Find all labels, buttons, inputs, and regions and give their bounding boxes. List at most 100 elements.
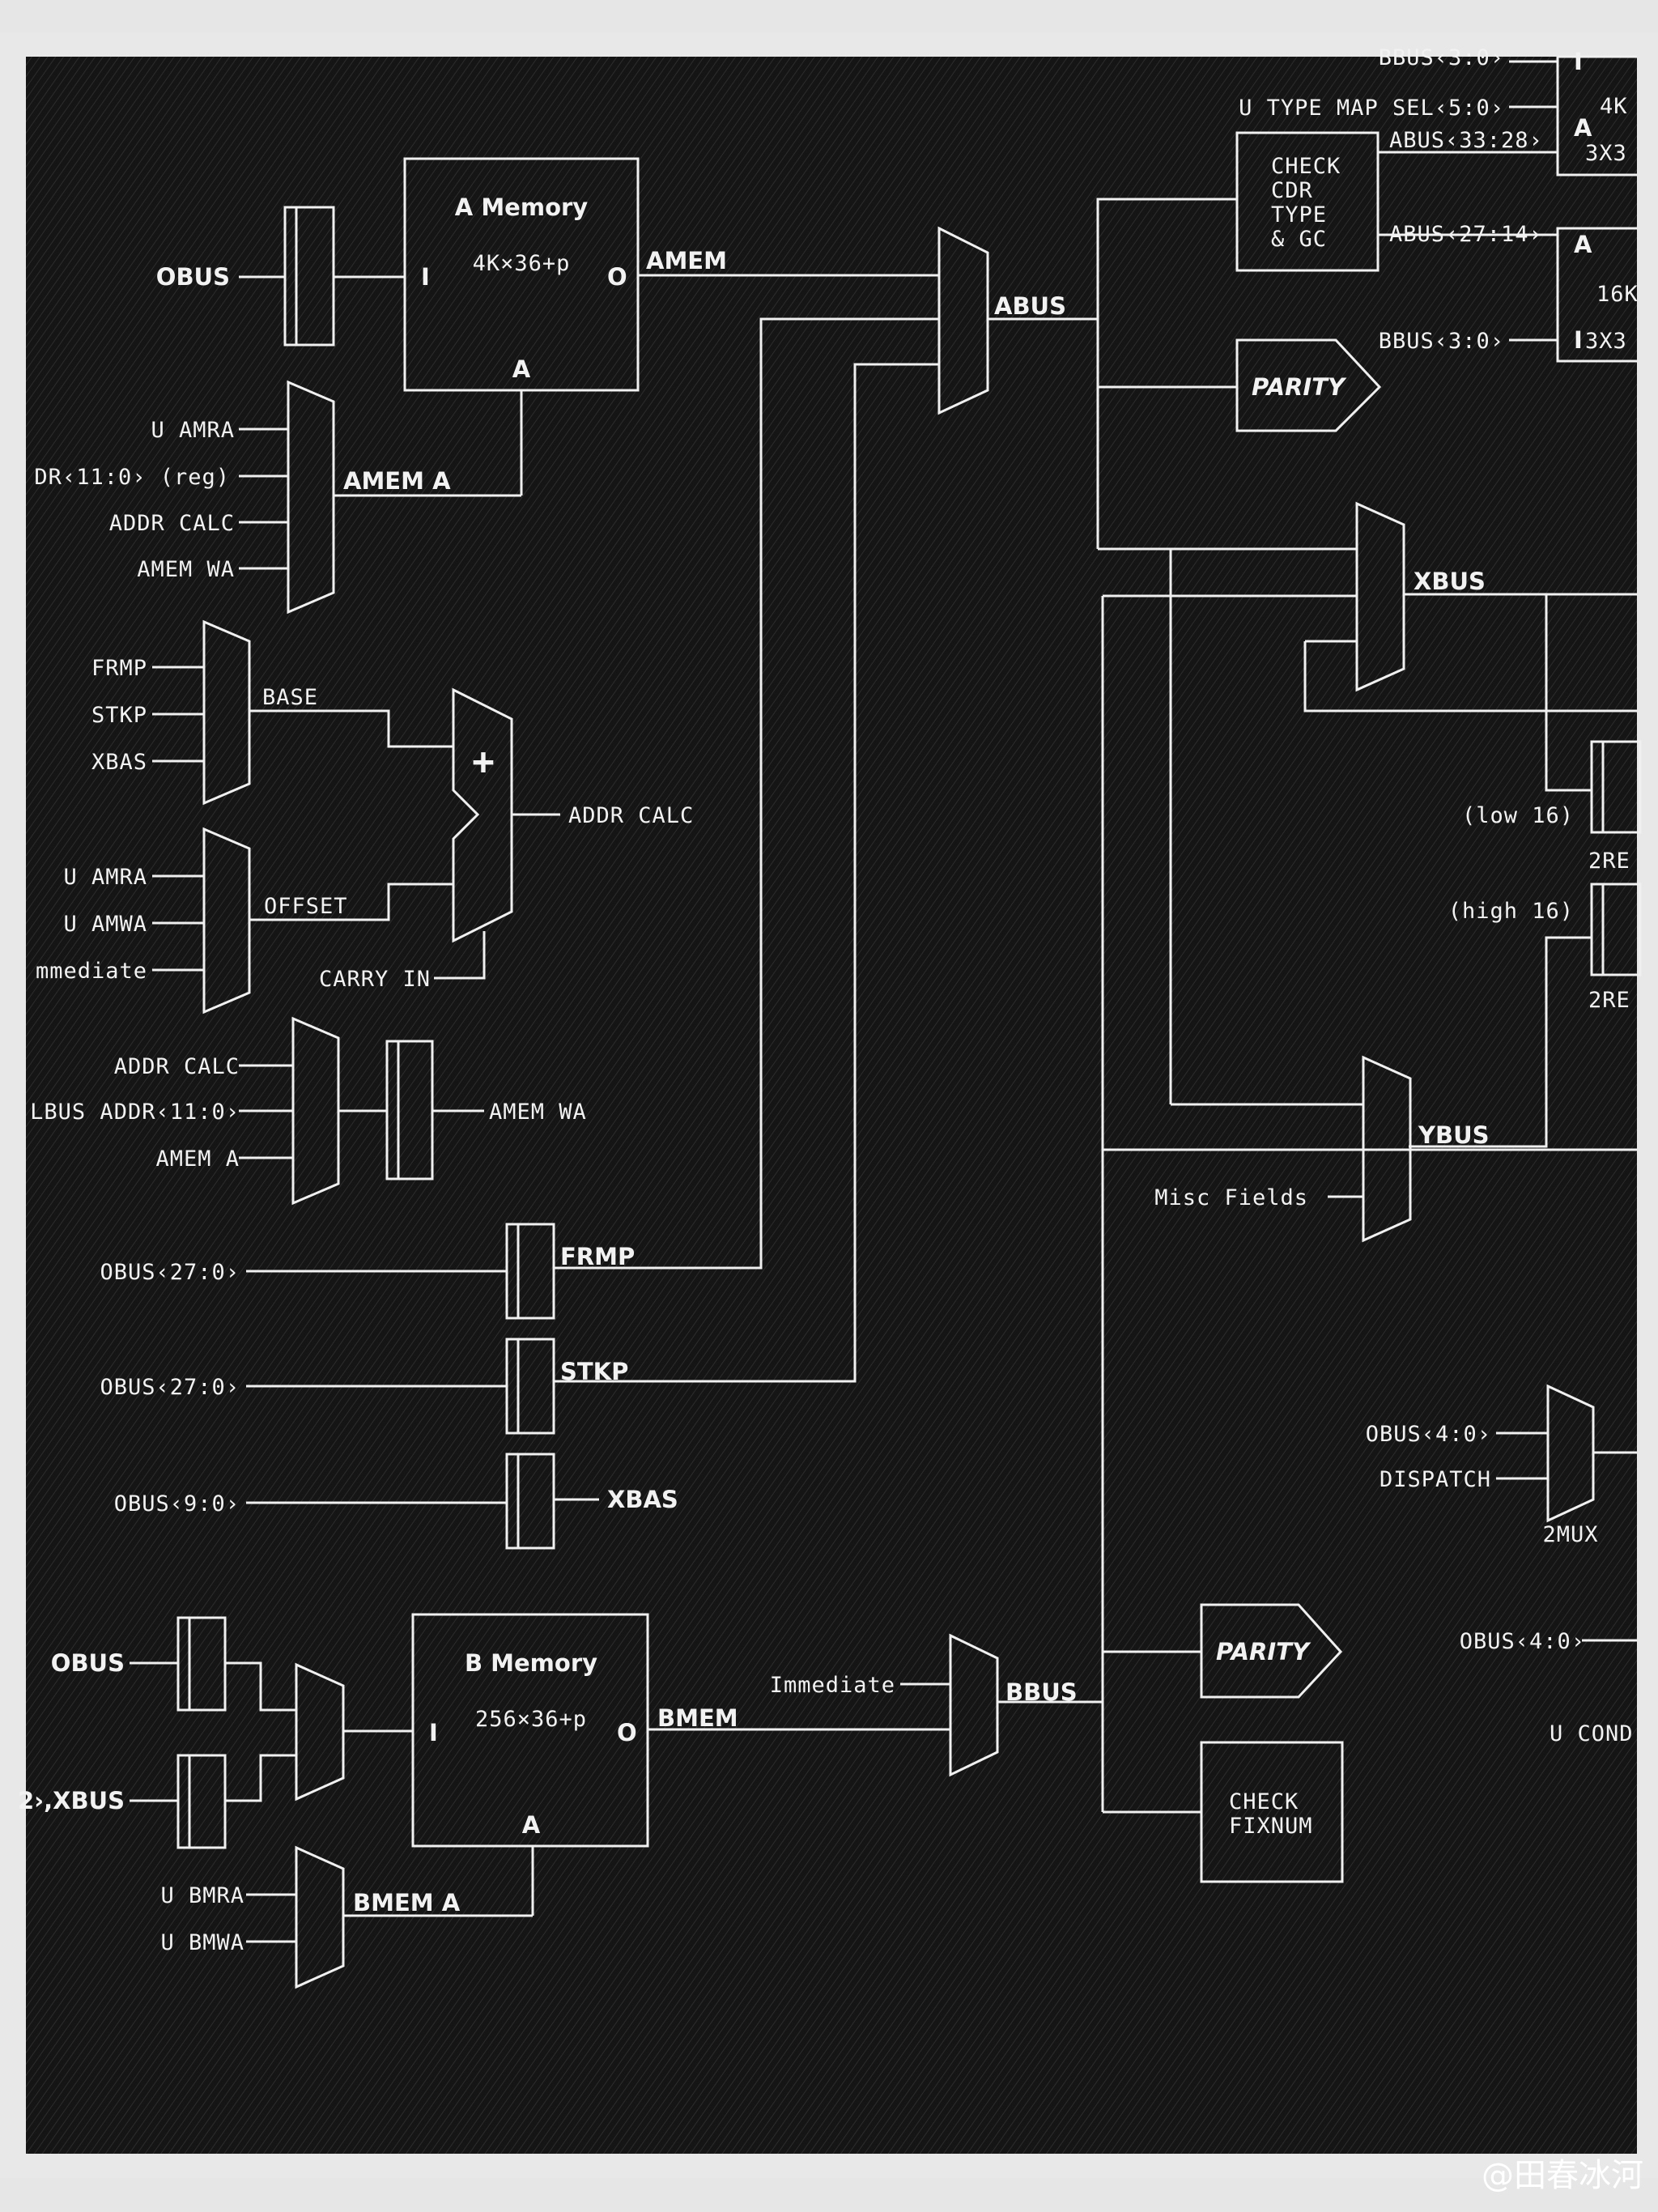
a-memory-in-port: I bbox=[421, 263, 430, 291]
bmem-in-xbus: 2›,XBUS bbox=[18, 1787, 125, 1814]
amem-wa-in-2: LBUS ADDR‹11:0› bbox=[30, 1100, 240, 1125]
b-memory-out-port: O bbox=[617, 1719, 637, 1746]
bmem-input-mux bbox=[295, 1662, 345, 1802]
amem-a-in-1: U AMRA bbox=[151, 418, 235, 443]
ybus-mux bbox=[1362, 1055, 1412, 1243]
dispatch-mux-label: 2MUX bbox=[1542, 1522, 1598, 1547]
offset-in-3: mmediate bbox=[36, 959, 147, 984]
mem2-a: A bbox=[1574, 231, 1592, 258]
amem-a-in-3: ADDR CALC bbox=[109, 511, 235, 536]
ucond-label: U COND bbox=[1550, 1721, 1634, 1746]
frmp-register bbox=[505, 1223, 555, 1320]
offset-mux bbox=[202, 827, 251, 1015]
check-cdr-3: TYPE bbox=[1271, 202, 1327, 228]
misc-fields-label: Misc Fields bbox=[1154, 1185, 1308, 1210]
base-label: BASE bbox=[262, 685, 318, 710]
bbus-top-label: BBUS‹3:0› bbox=[1379, 45, 1504, 70]
base-mux bbox=[202, 619, 251, 806]
parity-top bbox=[1235, 338, 1382, 432]
amem-a-label: AMEM A bbox=[343, 467, 451, 495]
addr-calc-out: ADDR CALC bbox=[568, 803, 694, 828]
low16-label: (low 16) bbox=[1462, 803, 1574, 828]
base-in-1: FRMP bbox=[91, 656, 147, 681]
right-obus-label: OBUS‹4:0› bbox=[1460, 1629, 1585, 1654]
bbus-low-label: BBUS‹3:0› bbox=[1379, 329, 1504, 354]
offset-in-2: U AMWA bbox=[63, 912, 147, 937]
base-in-3: XBAS bbox=[91, 750, 147, 775]
bmem-a-in-2: U BMWA bbox=[160, 1930, 244, 1955]
watermark: @田春冰河 bbox=[1482, 2157, 1643, 2194]
bmem-label: BMEM bbox=[657, 1704, 738, 1732]
amem-a-in-2: DR‹11:0› (reg) bbox=[34, 465, 230, 490]
abus-mux bbox=[937, 226, 989, 415]
b-memory-size: 256×36+p bbox=[475, 1707, 587, 1732]
reg2-label: 2RE bbox=[1588, 988, 1630, 1013]
mem1-i: I bbox=[1574, 48, 1583, 75]
bmem-in-obus: OBUS bbox=[51, 1649, 125, 1677]
dispatch-in-2: DISPATCH bbox=[1380, 1467, 1491, 1492]
ybus-label: YBUS bbox=[1418, 1121, 1490, 1149]
parity-bottom-label: PARITY bbox=[1216, 1638, 1312, 1665]
low16-register bbox=[1590, 740, 1642, 834]
mem2-size: 16K bbox=[1596, 282, 1639, 307]
adder-symbol: + bbox=[472, 739, 495, 783]
xbus-mux bbox=[1355, 501, 1405, 692]
dark-background bbox=[26, 57, 1637, 2154]
check-cdr-type-box bbox=[1235, 131, 1380, 272]
xbus-label: XBUS bbox=[1414, 568, 1486, 595]
a-memory-input-label: OBUS bbox=[156, 263, 230, 291]
check-cdr-2: CDR bbox=[1271, 178, 1313, 203]
bbus-label: BBUS bbox=[1005, 1678, 1078, 1706]
mem2-i: I bbox=[1574, 326, 1583, 354]
dispatch-in-1: OBUS‹4:0› bbox=[1366, 1422, 1491, 1447]
abus-hi-label: ABUS‹33:28› bbox=[1389, 128, 1543, 153]
carry-in-label: CARRY IN bbox=[319, 967, 431, 992]
a-memory-title: A Memory bbox=[455, 194, 589, 221]
base-in-2: STKP bbox=[91, 703, 147, 728]
parity-bottom bbox=[1200, 1603, 1343, 1699]
stkp-input: OBUS‹27:0› bbox=[100, 1375, 240, 1400]
check-fixnum-2: FIXNUM bbox=[1229, 1814, 1313, 1839]
check-cdr-4: & GC bbox=[1271, 227, 1327, 252]
mem1-size: 4K bbox=[1600, 94, 1628, 119]
reg1-label: 2RE bbox=[1588, 849, 1630, 874]
high16-register bbox=[1590, 883, 1642, 976]
abus-mid-label: ABUS‹27:14› bbox=[1389, 222, 1543, 247]
bmem-a-in-1: U BMRA bbox=[160, 1883, 244, 1908]
a-memory-size: 4K×36+p bbox=[473, 251, 571, 276]
stkp-label: STKP bbox=[560, 1358, 628, 1385]
frmp-label: FRMP bbox=[560, 1243, 635, 1270]
xbas-register bbox=[505, 1453, 555, 1550]
bbus-mux bbox=[949, 1633, 999, 1777]
dispatch-mux bbox=[1546, 1384, 1595, 1523]
amem-wa-mux bbox=[291, 1016, 340, 1206]
b-memory-addr-port: A bbox=[522, 1811, 541, 1839]
mem1-a: A bbox=[1574, 114, 1592, 142]
amem-wa-in-1: ADDR CALC bbox=[114, 1054, 240, 1079]
parity-top-label: PARITY bbox=[1252, 373, 1347, 401]
check-cdr-1: CHECK bbox=[1271, 154, 1341, 179]
mem1-org: 3X3 bbox=[1585, 141, 1627, 166]
mem2-org: 3X3 bbox=[1585, 329, 1627, 354]
utype-label: U TYPE MAP SEL‹5:0› bbox=[1239, 96, 1504, 121]
frmp-input: OBUS‹27:0› bbox=[100, 1260, 240, 1285]
amem-a-in-4: AMEM WA bbox=[137, 557, 235, 582]
amem-wa-label: AMEM WA bbox=[489, 1100, 587, 1125]
xbas-label: XBAS bbox=[607, 1486, 678, 1513]
offset-label: OFFSET bbox=[264, 894, 348, 919]
xbas-input: OBUS‹9:0› bbox=[114, 1491, 240, 1516]
amem-wa-in-3: AMEM A bbox=[155, 1146, 240, 1172]
b-memory-in-port: I bbox=[429, 1719, 438, 1746]
stkp-register bbox=[505, 1338, 555, 1435]
offset-in-1: U AMRA bbox=[63, 865, 147, 890]
high16-label: (high 16) bbox=[1448, 899, 1574, 924]
a-memory-out-port: O bbox=[607, 263, 627, 291]
bmem-a-label: BMEM A bbox=[353, 1889, 461, 1916]
adder bbox=[452, 687, 513, 943]
immediate-label: Immediate bbox=[770, 1673, 895, 1698]
abus-label: ABUS bbox=[994, 292, 1066, 320]
amem-a-mux bbox=[287, 380, 335, 615]
a-memory-addr-port: A bbox=[512, 355, 531, 383]
b-memory-title: B Memory bbox=[465, 1649, 597, 1677]
